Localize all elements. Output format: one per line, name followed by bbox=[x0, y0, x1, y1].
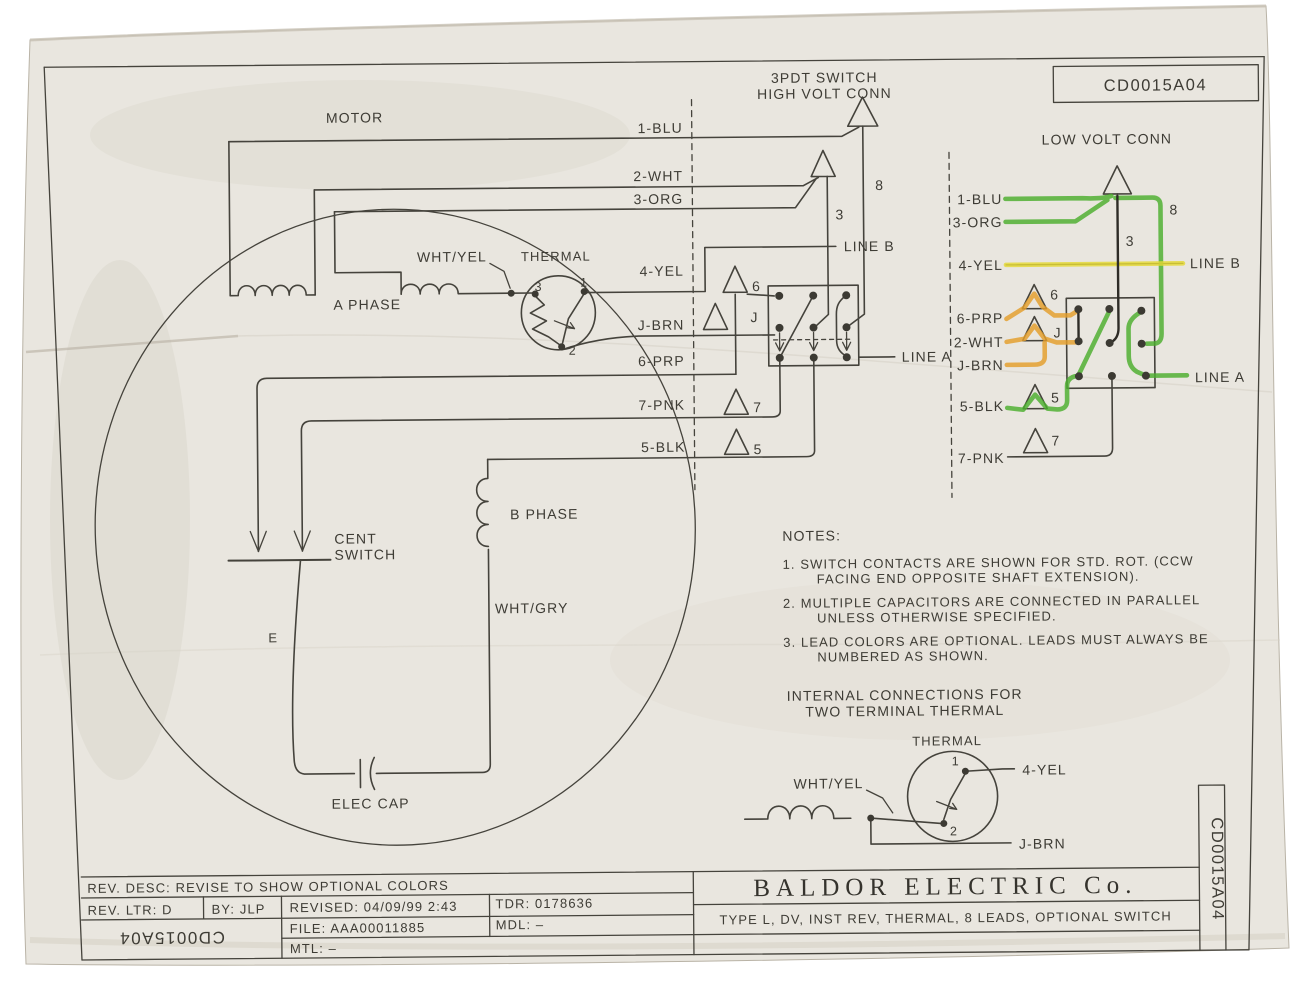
lv-term-j: J bbox=[1053, 324, 1061, 340]
doc-number-top: CD0015A04 bbox=[1104, 76, 1208, 95]
doc-number-side: CD0015A04 bbox=[1208, 817, 1227, 921]
hv-lead-4yel: 4-YEL bbox=[640, 263, 685, 279]
wht-yel-label: WHT/YEL bbox=[417, 248, 487, 265]
hv-lead-1blu: 1-BLU bbox=[637, 120, 682, 136]
file: FILE: AAA00011885 bbox=[290, 920, 426, 936]
lv-lead-2wht: 2-WHT bbox=[954, 334, 1004, 350]
internal-jbrn: J-BRN bbox=[1019, 835, 1066, 851]
note-2b: UNLESS OTHERWISE SPECIFIED. bbox=[817, 608, 1057, 625]
hv-term-j: J bbox=[750, 309, 758, 325]
hv-lead-2wht: 2-WHT bbox=[633, 168, 683, 184]
b-phase-label: B PHASE bbox=[510, 506, 579, 523]
e-label: E bbox=[268, 630, 278, 645]
company-name: BALDOR ELECTRIC Co. bbox=[753, 872, 1137, 902]
lv-term-5: 5 bbox=[1051, 389, 1060, 405]
lv-term-8: 8 bbox=[1169, 201, 1178, 217]
notes-title: NOTES: bbox=[782, 527, 841, 544]
internal-wht-yel: WHT/YEL bbox=[793, 775, 863, 792]
hv-line-b: LINE B bbox=[844, 238, 895, 254]
lv-lead-5blk: 5-BLK bbox=[960, 398, 1005, 414]
paper-sheet bbox=[21, 6, 1289, 965]
internal-4yel: 4-YEL bbox=[1022, 761, 1067, 777]
hv-term-6: 6 bbox=[752, 278, 761, 294]
lv-title: LOW VOLT CONN bbox=[1042, 130, 1173, 147]
rev-by: BY: JLP bbox=[211, 901, 265, 916]
rev-ltr: REV. LTR: D bbox=[87, 902, 172, 918]
thermal-pin3: 3 bbox=[535, 280, 543, 294]
lv-term-3: 3 bbox=[1126, 233, 1135, 249]
thermal-label: THERMAL bbox=[521, 249, 591, 265]
hv-lead-3org: 3-ORG bbox=[633, 191, 683, 207]
cent-label-2: SWITCH bbox=[334, 546, 396, 563]
cent-label-1: CENT bbox=[334, 530, 377, 546]
lv-lead-jbrn: J-BRN bbox=[957, 357, 1004, 373]
hv-term-7: 7 bbox=[753, 399, 762, 415]
note-3b: NUMBERED AS SHOWN. bbox=[817, 648, 989, 664]
lv-lead-4yel: 4-YEL bbox=[958, 257, 1003, 273]
hv-title-line1: 3PDT SWITCH bbox=[771, 69, 878, 86]
hv-term-5: 5 bbox=[753, 441, 762, 457]
lv-lead-6prp: 6-PRP bbox=[957, 310, 1004, 326]
mdl: MDL: – bbox=[496, 917, 545, 932]
lv-term-7: 7 bbox=[1051, 432, 1060, 448]
motor-label: MOTOR bbox=[326, 109, 383, 125]
lv-lead-1blu: 1-BLU bbox=[957, 191, 1002, 207]
lv-line-a: LINE A bbox=[1195, 369, 1245, 385]
lv-line-b: LINE B bbox=[1190, 255, 1241, 271]
internal-thermal-label: THERMAL bbox=[912, 733, 982, 749]
wht-gry-label: WHT/GRY bbox=[495, 600, 569, 617]
lv-wire-yellow bbox=[1006, 263, 1183, 265]
hv-title-line2: HIGH VOLT CONN bbox=[757, 85, 892, 102]
note-1b: FACING END OPPOSITE SHAFT EXTENSION). bbox=[817, 569, 1140, 587]
hv-term-3: 3 bbox=[835, 206, 844, 222]
hv-lead-5blk: 5-BLK bbox=[641, 439, 686, 455]
internal-pin1: 1 bbox=[952, 754, 960, 768]
hv-lead-6prp: 6-PRP bbox=[638, 353, 685, 369]
hv-lead-7pnk: 7-PNK bbox=[638, 397, 685, 413]
lv-lead-3org: 3-ORG bbox=[953, 214, 1003, 230]
thermal-pin2: 2 bbox=[569, 344, 577, 358]
tdr: TDR: 0178636 bbox=[495, 896, 593, 912]
elec-cap-label: ELEC CAP bbox=[332, 795, 410, 812]
mtl: MTL: – bbox=[290, 941, 337, 956]
hv-lead-jbrn: J-BRN bbox=[638, 317, 685, 333]
revised: REVISED: 04/09/99 2:43 bbox=[289, 899, 457, 915]
doc-number-flipped: CD0015A04 bbox=[119, 928, 225, 948]
hv-term-8: 8 bbox=[875, 177, 884, 193]
a-phase-label: A PHASE bbox=[333, 296, 401, 313]
hv-line-a: LINE A bbox=[902, 348, 952, 364]
lv-term-6: 6 bbox=[1050, 286, 1059, 302]
internal-pin2: 2 bbox=[950, 824, 958, 838]
internal-title-2: TWO TERMINAL THERMAL bbox=[805, 702, 1004, 720]
lv-lead-7pnk: 7-PNK bbox=[958, 450, 1005, 466]
rev-desc: REV. DESC: REVISE TO SHOW OPTIONAL COLOR… bbox=[87, 878, 449, 896]
thermal-pin1: 1 bbox=[580, 276, 588, 290]
